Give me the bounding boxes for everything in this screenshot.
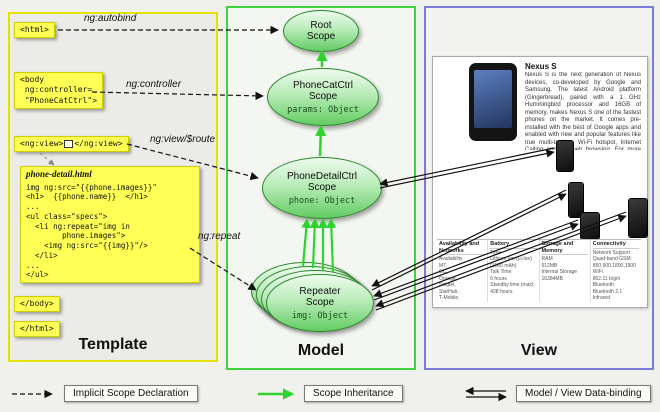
template-code: img ng:src="{{phone.images}}" <h1> {{pho… xyxy=(26,182,157,280)
legend-implicit-scope: Implicit Scope Declaration xyxy=(10,385,198,402)
phonedetailctrl-scope-ellipse: PhoneDetailCtrl Scope phone: Object xyxy=(262,157,382,219)
green-arrow-icon xyxy=(258,387,295,400)
annotation-ng-controller: ng:controller xyxy=(126,79,182,90)
ngview-tag: <ng:view> </ng:view> xyxy=(14,136,129,153)
ngview-open-text: <ng:view> xyxy=(20,139,64,148)
spec-heading: Storage and Memory xyxy=(541,241,588,256)
spec-col-connectivity: Connectivity Network Support Quad-band G… xyxy=(589,240,641,302)
template-panel-label: Template xyxy=(78,336,148,353)
root-scope-ellipse: Root Scope xyxy=(283,10,359,52)
body-close-tag: </body> xyxy=(14,296,60,313)
spec-rows: RAM 512MB Internal Storage 16384MB xyxy=(541,256,578,282)
repeater-scope-binding: img: Object xyxy=(291,310,349,321)
annotation-ng-view-route: ng:view/$route xyxy=(150,134,216,145)
legend-implicit-label: Implicit Scope Declaration xyxy=(64,385,198,402)
phone-thumbnail-2 xyxy=(569,183,583,217)
phonecatctrl-scope-title: PhoneCatCtrl Scope xyxy=(292,79,354,103)
view-panel-label: View xyxy=(520,342,558,359)
phone-thumbnail-1 xyxy=(557,141,573,171)
rendered-phone-detail-page: Nexus S Nexus S is the next generation o… xyxy=(432,56,648,308)
spec-heading: Battery xyxy=(490,241,537,249)
repeater-scope-ellipse: Repeater Scope img: Object xyxy=(266,274,374,332)
spec-heading: Availability and Networks xyxy=(439,241,486,256)
phone-screen xyxy=(474,70,512,128)
spec-col-availability: Availability and Networks Availability M… xyxy=(437,240,487,302)
html-open-tag: <html> xyxy=(14,22,55,39)
legend-scope-inheritance: Scope Inheritance xyxy=(256,385,403,402)
spec-heading: Connectivity xyxy=(592,241,639,249)
phone-page-title: Nexus S xyxy=(525,62,557,71)
double-arrow-icon xyxy=(465,386,507,401)
spec-rows: Availability M7, GC, Orange, Singtel, St… xyxy=(439,256,463,302)
spec-col-storage: Storage and Memory RAM 512MB Internal St… xyxy=(538,240,590,302)
phonecatctrl-scope-ellipse: PhoneCatCtrl Scope params: Object xyxy=(267,68,379,126)
body-open-tag: <body ng:controller= "PhoneCatCtrl"> xyxy=(14,72,104,110)
phonecatctrl-scope-binding: params: Object xyxy=(287,104,359,115)
ngview-close-text: </ng:view> xyxy=(74,139,123,148)
html-close-tag: </html> xyxy=(14,321,60,338)
repeater-scope-title: Repeater Scope xyxy=(299,285,341,309)
phone-specs-table: Availability and Networks Availability M… xyxy=(437,239,641,302)
legend-data-binding: Model / View Data-binding xyxy=(462,385,651,402)
template-file-name: phone-detail.html xyxy=(26,169,92,179)
phone-thumbnail-4 xyxy=(629,199,647,237)
phone-thumbnail-3 xyxy=(581,213,599,239)
legend-databinding-label: Model / View Data-binding xyxy=(516,385,651,402)
root-scope-title: Root Scope xyxy=(306,19,336,43)
phone-detail-template-box: phone-detail.html img ng:src="{{phone.im… xyxy=(20,166,200,284)
spec-rows: Network Support Quad-band GSM: 850,900,1… xyxy=(592,249,636,302)
phonedetailctrl-scope-title: PhoneDetailCtrl Scope xyxy=(286,170,358,194)
model-panel-label: Model xyxy=(297,342,345,359)
annotation-ng-autobind: ng:autobind xyxy=(84,13,137,24)
legend-inheritance-label: Scope Inheritance xyxy=(304,385,403,402)
view-placeholder-icon xyxy=(64,139,74,148)
spec-col-battery: Battery Type Lithium Ion (Li-Ion) (1500 … xyxy=(487,240,538,302)
annotation-ng-repeat: ng:repeat xyxy=(198,231,241,242)
phonedetailctrl-scope-binding: phone: Object xyxy=(288,195,356,206)
phone-page-description: Nexus S is the next generation of Nexus … xyxy=(525,72,641,150)
dashed-arrow-icon xyxy=(12,389,53,398)
spec-rows: Type Lithium Ion (Li-Ion) (1500 mAh) Tal… xyxy=(490,249,534,295)
phone-main-image xyxy=(469,63,517,141)
